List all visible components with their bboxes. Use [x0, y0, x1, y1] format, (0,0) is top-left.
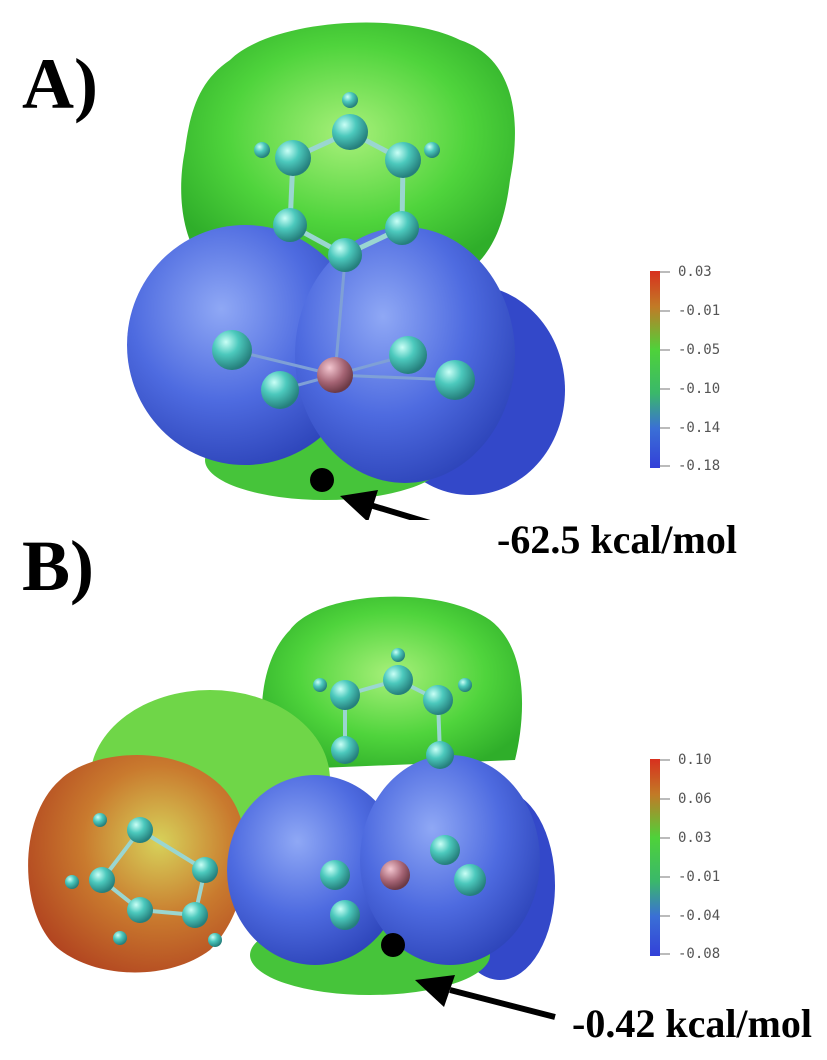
- panel-a-molecule-surface: [127, 22, 565, 520]
- panel-a-tick-label: -0.05: [678, 342, 721, 358]
- panel-a-tick-label: -0.14: [678, 420, 721, 436]
- panel-b-energy-label: -0.42 kcal/mol: [572, 1001, 812, 1046]
- panel-b-metal-atom: [380, 860, 410, 890]
- panel-a-tick-label: 0.03: [678, 264, 712, 280]
- panel-a-tick-label: -0.10: [678, 381, 721, 397]
- panel-b-tick-label: -0.08: [678, 946, 721, 962]
- panel-b-tick-label: 0.03: [678, 830, 712, 846]
- panel-b-tick-label: 0.06: [678, 791, 712, 807]
- panel-a-tick-label: -0.01: [678, 303, 721, 319]
- panel-b-tick-label: -0.04: [678, 908, 721, 924]
- panel-b-minimum-marker: [381, 933, 405, 957]
- panel-a-tick-label: -0.18: [678, 458, 721, 474]
- panel-b-molecule-surface: [28, 596, 556, 1020]
- panel-b-colorbar: [650, 759, 670, 956]
- panel-b-tick-label: -0.01: [678, 869, 721, 885]
- panel-a-colorbar: [650, 271, 670, 468]
- panel-a-minimum-marker: [310, 468, 334, 492]
- panel-a-label: A): [22, 44, 98, 124]
- panel-a-metal-atom: [317, 357, 353, 393]
- panel-b-label: B): [22, 526, 94, 606]
- panel-a-energy-label: -62.5 kcal/mol: [497, 517, 737, 562]
- panel-b-tick-label: 0.10: [678, 752, 712, 768]
